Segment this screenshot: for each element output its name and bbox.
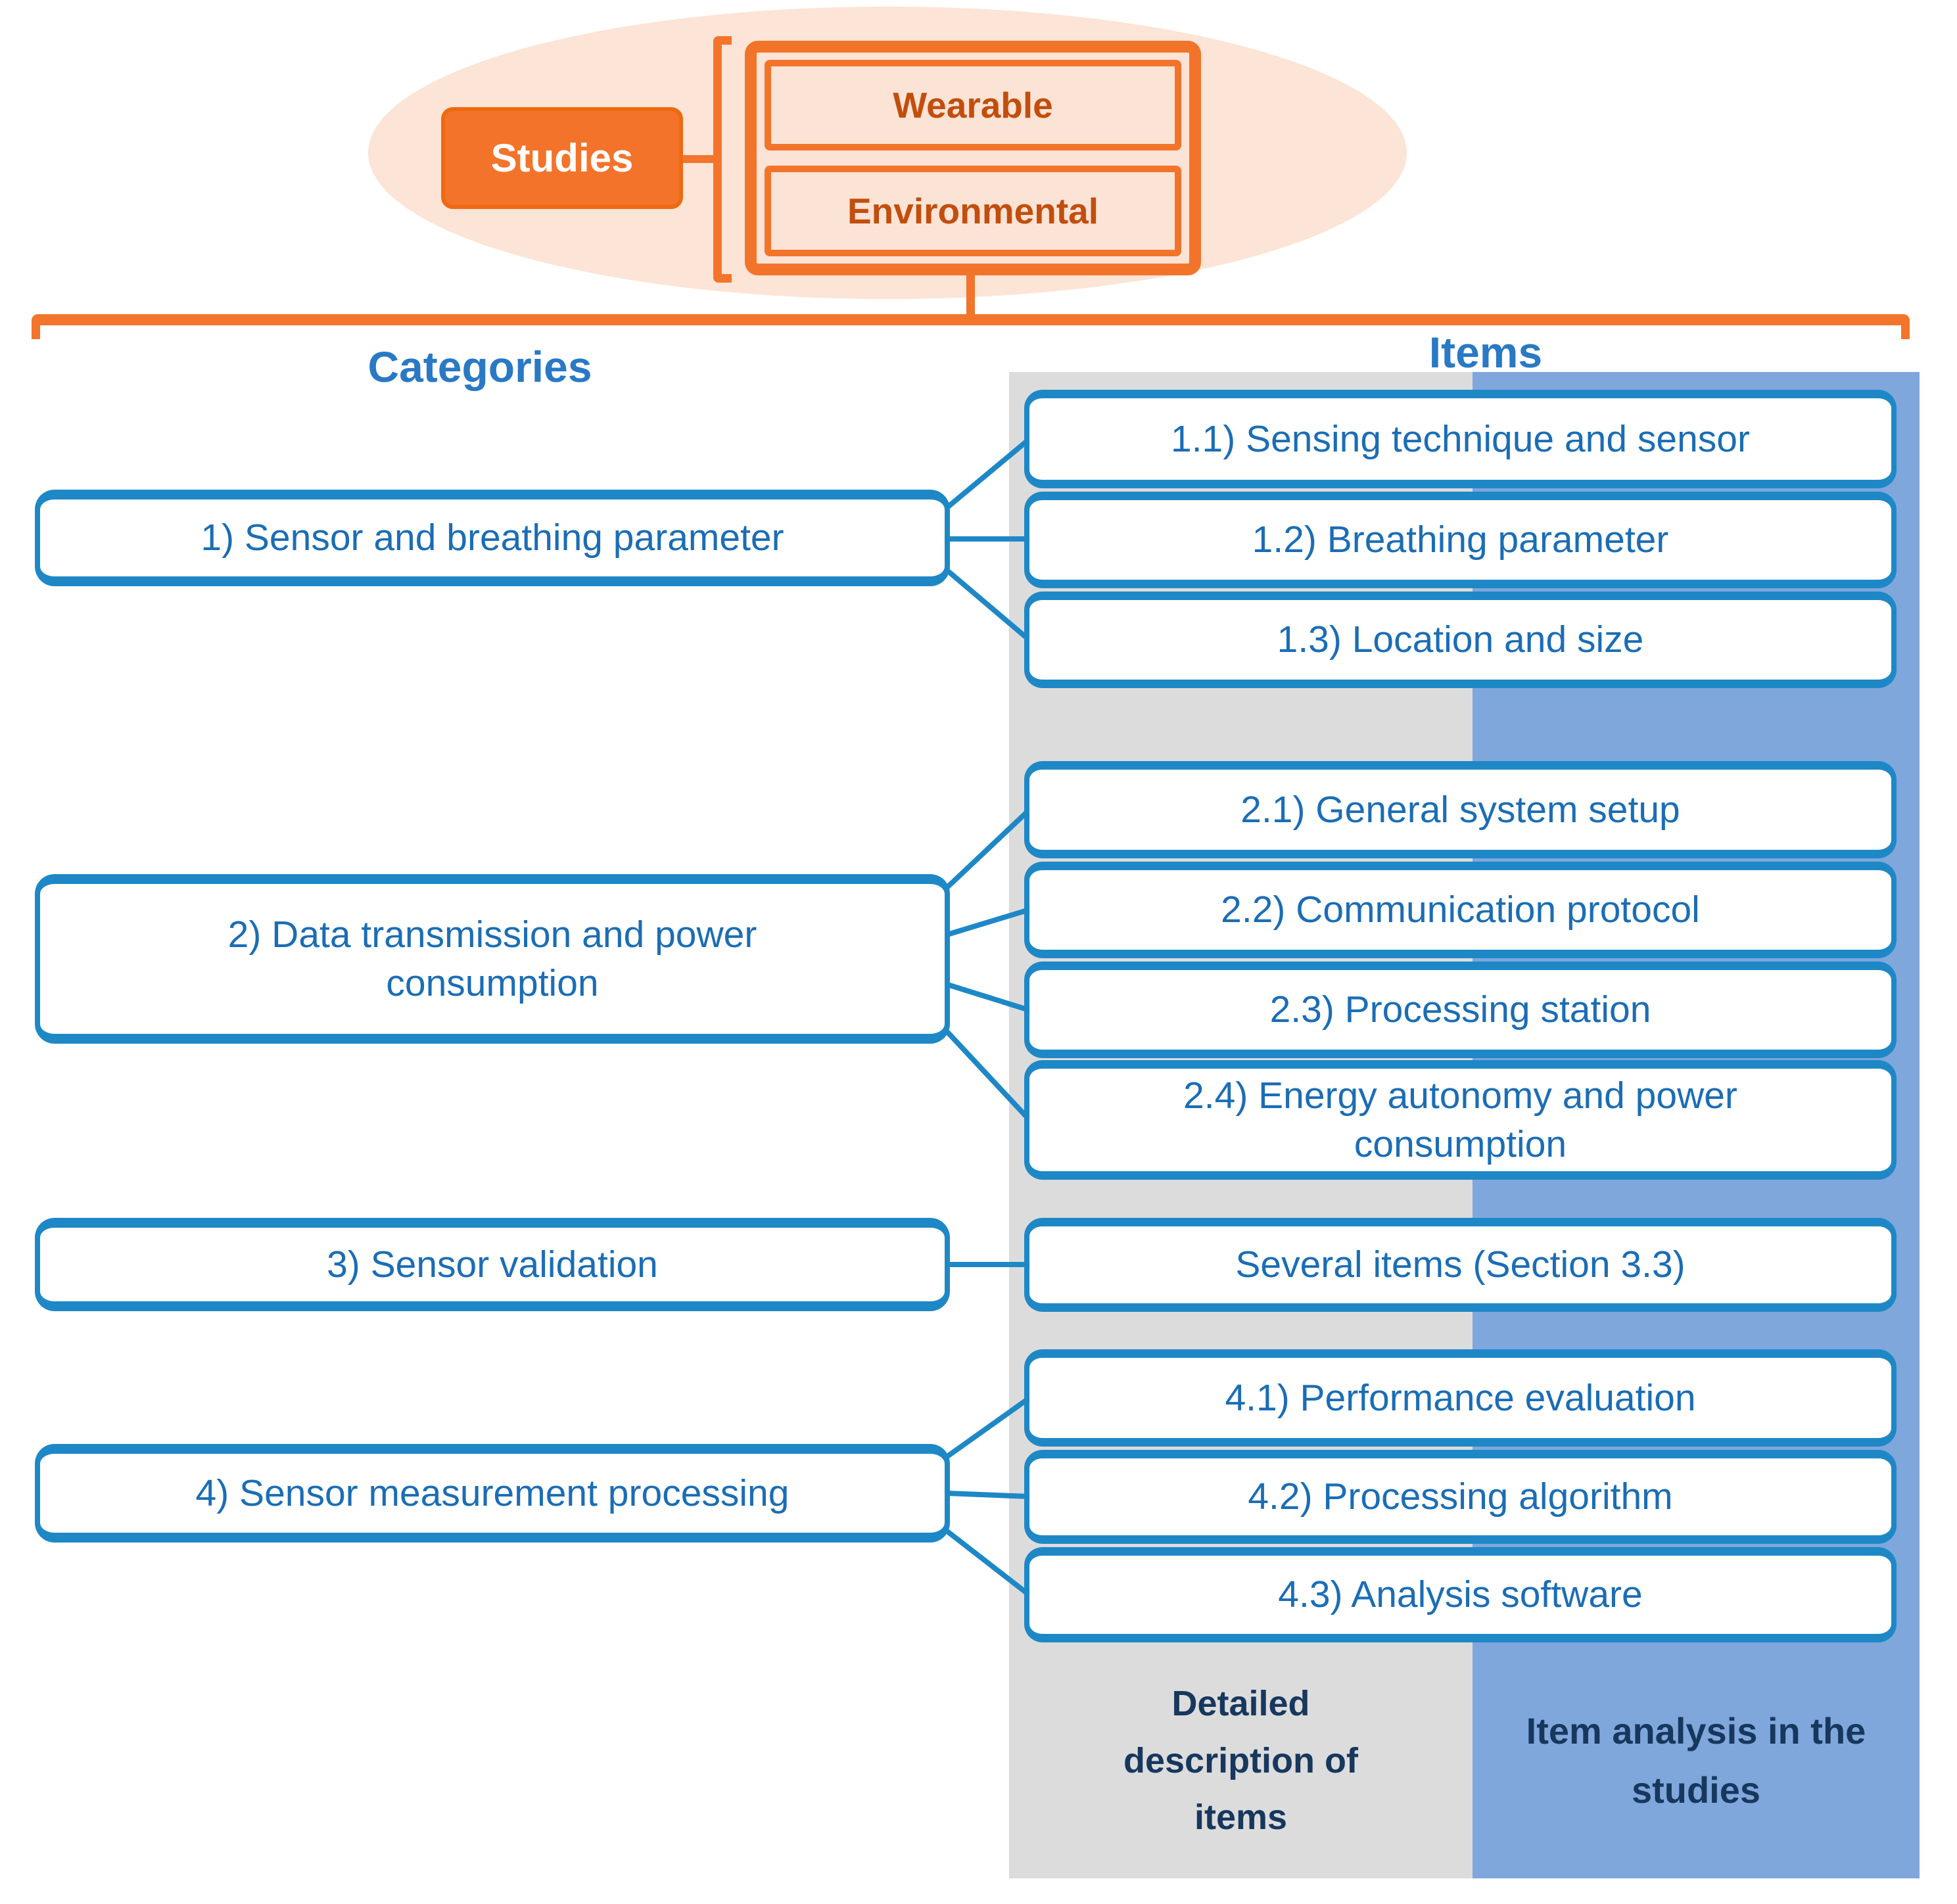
category-4-label: 4) Sensor measurement processing [195,1472,790,1514]
item-box-2-4: 2.4) Energy autonomy and power consumpti… [1024,1060,1897,1180]
item-4-3-label: 4.3) Analysis software [1278,1573,1643,1616]
category-box-1: 1) Sensor and breathing parameter [35,490,950,586]
item-box-2-1: 2.1) General system setup [1024,761,1897,858]
categories-header: Categories [367,342,592,391]
studies-node: Studies [441,107,683,209]
types-brace-connector [966,274,975,317]
study-type-environmental-label: Environmental [847,191,1099,231]
category-box-3: 3) Sensor validation [35,1218,950,1311]
item-4-1-label: 4.1) Performance evaluation [1225,1376,1696,1419]
item-box-1-3: 1.3) Location and size [1024,592,1897,688]
category-box-2: 2) Data transmission and power consumpti… [35,874,950,1044]
item-box-1-1: 1.1) Sensing technique and sensor [1024,390,1897,488]
category-2-label: 2) Data transmission and power consumpti… [227,913,757,1004]
items-header: Items [1428,328,1543,377]
item-2-4-label: 2.4) Energy autonomy and power consumpti… [1183,1074,1737,1165]
item-2-3-label: 2.3) Processing station [1269,988,1651,1031]
category-box-4: 4) Sensor measurement processing [35,1444,950,1543]
legend-item-analysis-label: Item analysis in the studies [1526,1710,1866,1811]
item-2-2-label: 2.2) Communication protocol [1221,889,1700,931]
bracket [713,36,732,283]
item-1-3-label: 1.3) Location and size [1277,618,1644,661]
study-type-wearable: Wearable [765,60,1181,151]
study-type-wearable-label: Wearable [893,85,1053,126]
item-4-2-label: 4.2) Processing algorithm [1248,1475,1673,1518]
categories-items-brace [32,314,1910,339]
study-types-box: Wearable Environmental [745,41,1201,275]
item-box-4-3: 4.3) Analysis software [1024,1547,1897,1642]
legend-item-analysis: Item analysis in the studies [1473,1643,1920,1878]
legend-detailed-description-label: Detailed description of items [1123,1684,1358,1838]
studies-bracket-link [683,155,716,163]
item-box-4-2: 4.2) Processing algorithm [1024,1450,1897,1544]
legend-detailed-description: Detailed description of items [1009,1643,1473,1878]
item-box-2-2: 2.2) Communication protocol [1024,862,1897,958]
item-box-1-2: 1.2) Breathing parameter [1024,492,1897,588]
item-2-1-label: 2.1) General system setup [1240,788,1680,831]
item-1-1-label: 1.1) Sensing technique and sensor [1171,417,1750,460]
studies-label: Studies [490,136,634,180]
category-3-label: 3) Sensor validation [327,1243,658,1286]
category-1-label: 1) Sensor and breathing parameter [200,517,784,559]
item-box-2-3: 2.3) Processing station [1024,962,1897,1058]
item-3-label: Several items (Section 3.3) [1235,1243,1686,1286]
study-type-environmental: Environmental [765,166,1181,256]
item-box-4-1: 4.1) Performance evaluation [1024,1349,1897,1447]
item-box-3: Several items (Section 3.3) [1024,1218,1897,1312]
item-1-2-label: 1.2) Breathing parameter [1252,519,1669,561]
